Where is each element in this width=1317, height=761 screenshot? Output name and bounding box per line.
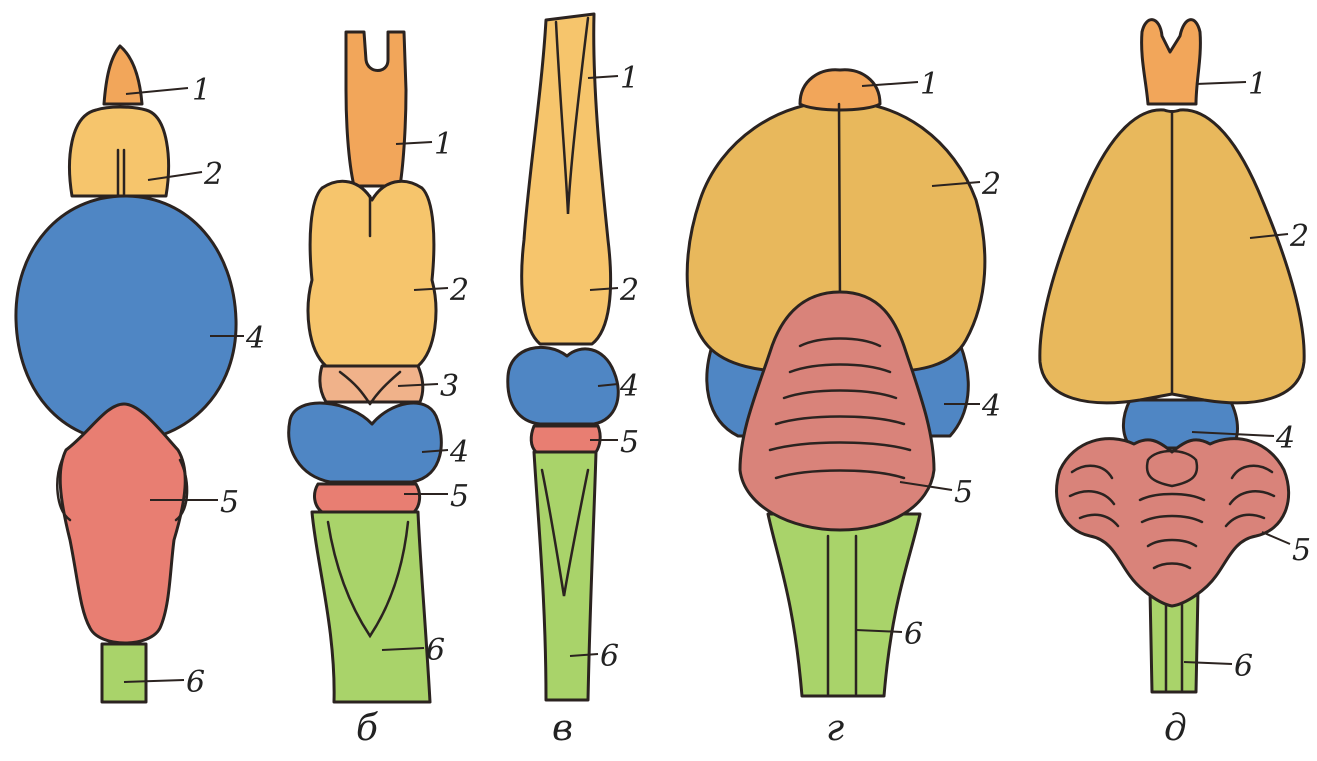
label-forebrain: 2 — [981, 167, 1001, 202]
label-medulla: 6 — [1234, 649, 1253, 684]
caption-e: д — [1164, 708, 1187, 749]
medulla — [768, 514, 920, 696]
cerebellum — [60, 404, 185, 643]
caption-b: б — [356, 708, 379, 749]
forebrain-fissure — [839, 104, 840, 304]
midbrain — [289, 403, 442, 482]
label-forebrain: 2 — [203, 157, 223, 192]
olfactory-lobe — [104, 46, 142, 104]
caption-d: г — [826, 708, 844, 749]
olfactory-lobe — [346, 32, 406, 186]
label-medulla: 6 — [904, 617, 923, 652]
label-olfactory: 1 — [620, 61, 639, 96]
label-forebrain: 2 — [1289, 219, 1309, 254]
cerebellum — [1057, 439, 1289, 606]
brain-diagram-c: 1 2 4 5 6 в — [508, 14, 639, 749]
forebrain — [308, 181, 436, 366]
label-forebrain: 2 — [619, 273, 639, 308]
medulla — [312, 512, 430, 702]
brain-diagram-a: 1 2 4 5 6 — [16, 46, 265, 702]
label-olfactory: 1 — [434, 127, 453, 162]
interbrain — [320, 366, 423, 402]
brain-diagram-d: 1 2 4 5 6 г — [687, 67, 1001, 749]
label-medulla: 6 — [600, 639, 619, 674]
label-cerebellum: 5 — [954, 475, 973, 510]
label-interbrain: 3 — [440, 369, 459, 404]
medulla — [534, 452, 596, 700]
label-medulla: 6 — [426, 633, 445, 668]
label-cerebellum: 5 — [220, 485, 239, 520]
label-olfactory: 1 — [192, 73, 211, 108]
label-midbrain: 4 — [449, 435, 469, 470]
label-midbrain: 4 — [245, 321, 265, 356]
label-cerebellum: 5 — [1292, 533, 1311, 568]
caption-c: в — [552, 708, 573, 749]
olfactory-lobe — [1142, 20, 1201, 104]
brain-diagram-e: 1 2 4 5 6 д — [1040, 20, 1311, 749]
brain-diagram-b: 1 2 3 4 5 6 б — [289, 32, 469, 749]
label-olfactory: 1 — [920, 67, 939, 102]
label-midbrain: 4 — [981, 389, 1001, 424]
cerebellum — [315, 484, 420, 512]
label-olfactory: 1 — [1248, 67, 1267, 102]
label-midbrain: 4 — [619, 369, 639, 404]
label-medulla: 6 — [186, 665, 205, 700]
cerebellum — [531, 426, 600, 452]
label-cerebellum: 5 — [620, 425, 639, 460]
label-midbrain: 4 — [1275, 421, 1295, 456]
label-forebrain: 2 — [449, 273, 469, 308]
label-cerebellum: 5 — [450, 479, 469, 514]
medulla — [102, 644, 146, 702]
